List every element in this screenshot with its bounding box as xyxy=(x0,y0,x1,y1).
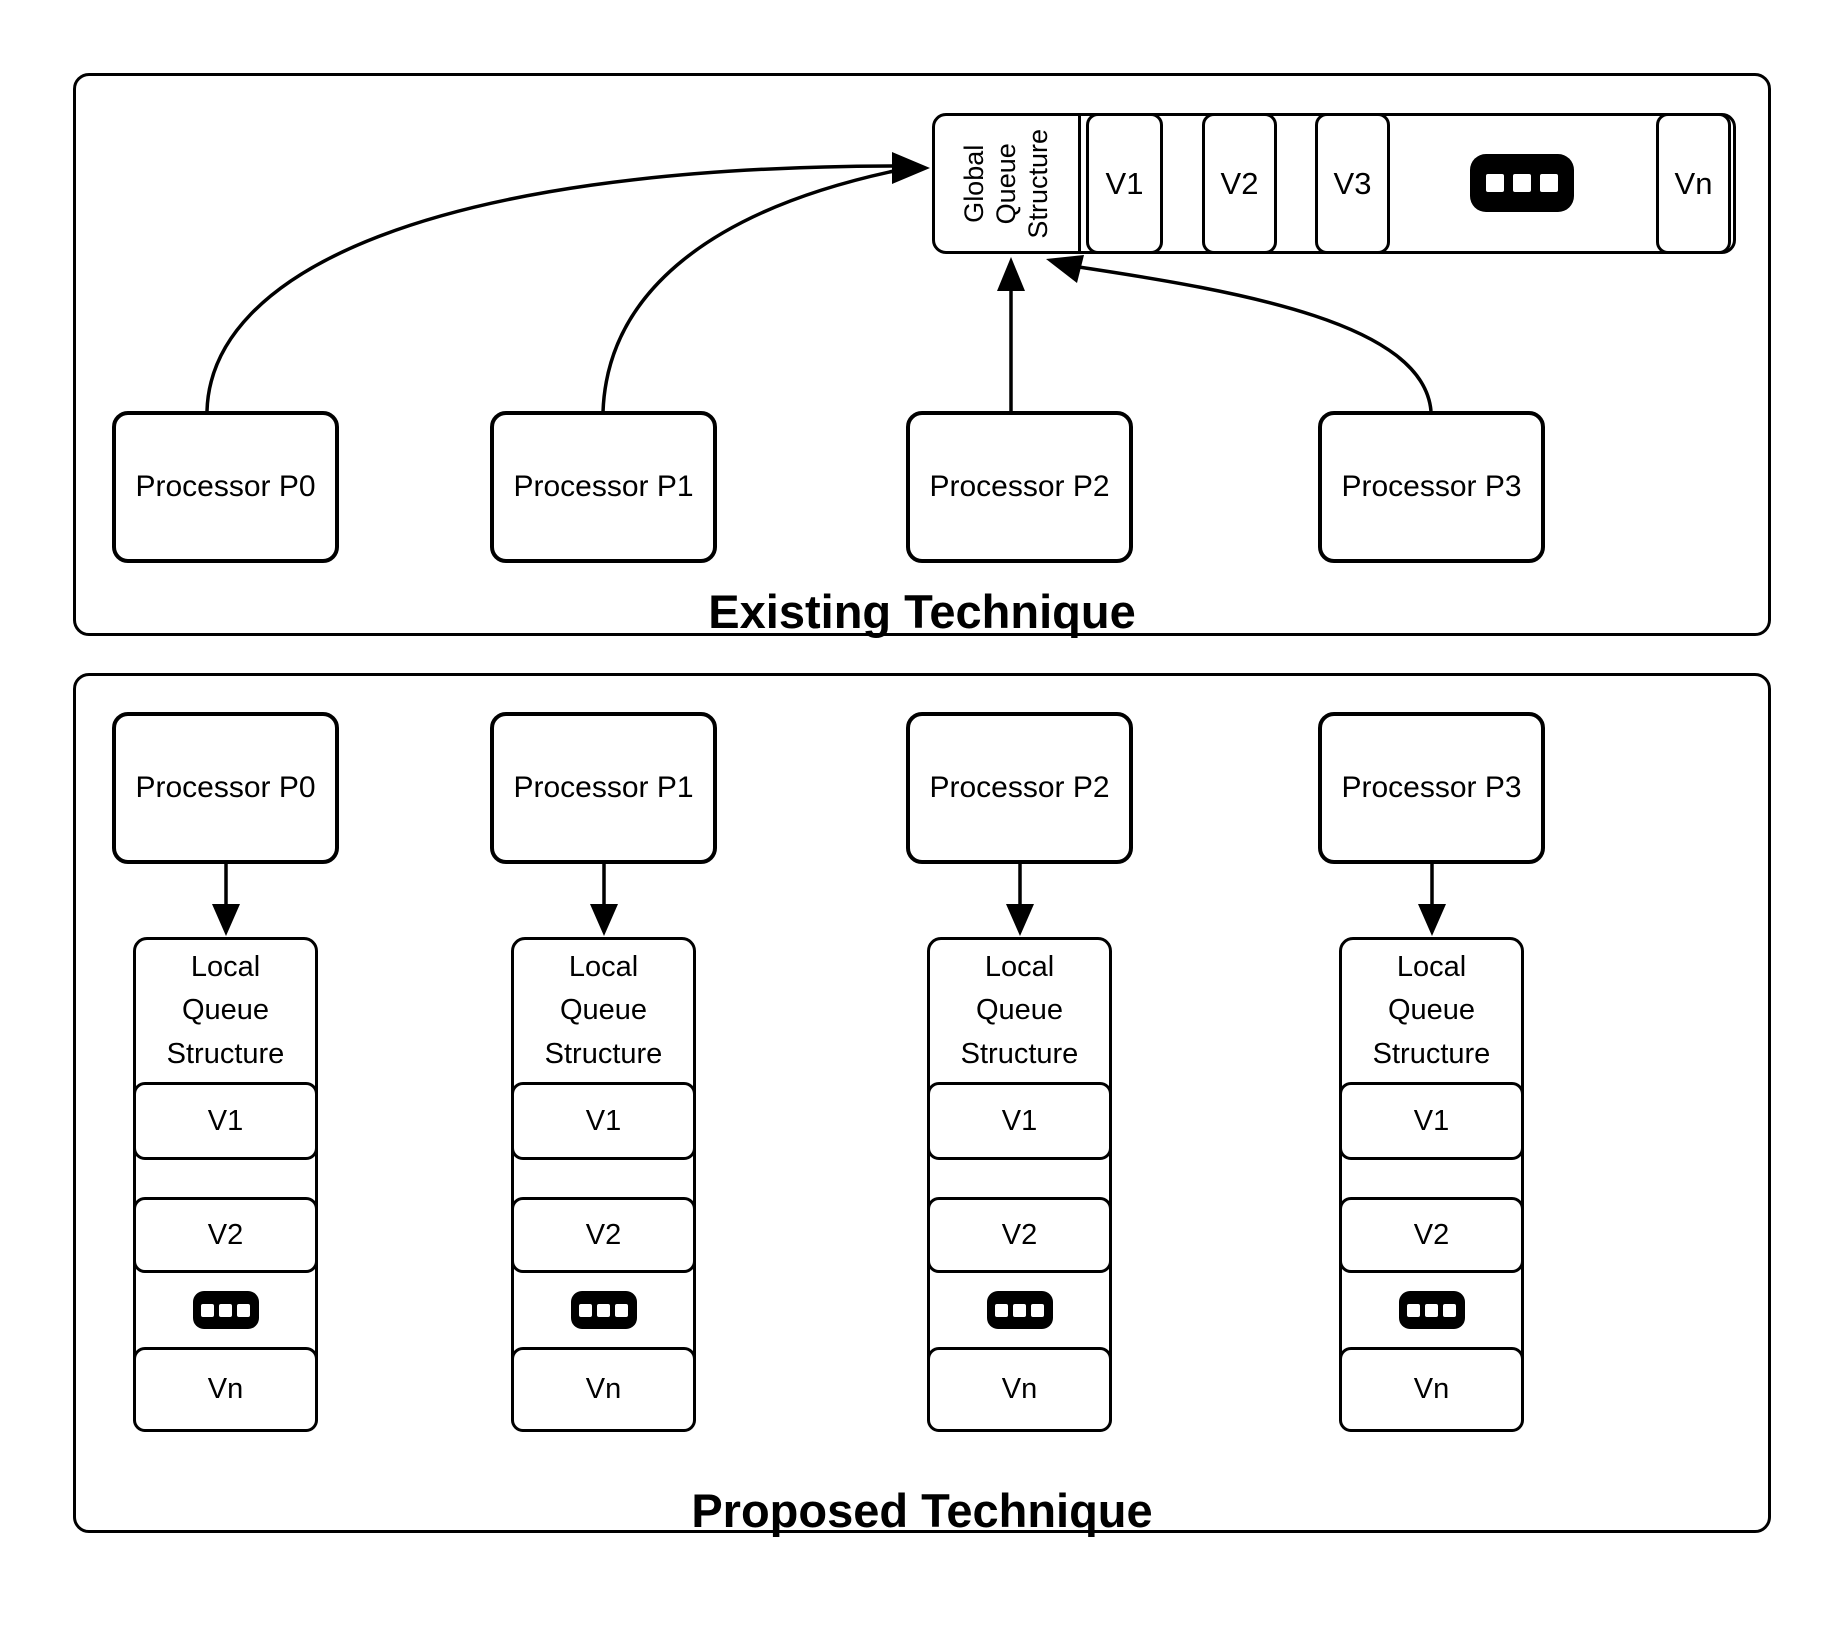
ellipsis-icon xyxy=(1470,154,1574,212)
ellipsis-dot xyxy=(1425,1303,1438,1317)
local-queue-structure-p1: Local Queue Structure V1 V2 Vn xyxy=(511,937,696,1432)
local-queue-header-line: Local xyxy=(568,950,639,983)
local-queue-header-line: Structure xyxy=(960,1037,1079,1070)
ellipsis-dot xyxy=(995,1303,1008,1317)
queue-slot-v1: V1 xyxy=(133,1082,318,1160)
queue-slot-vn: Vn xyxy=(1339,1347,1524,1432)
ellipsis-dot xyxy=(1031,1303,1044,1317)
queue-slot-v2: V2 xyxy=(133,1197,318,1273)
queue-slot-vn: Vn xyxy=(133,1347,318,1432)
local-queue-header: Local Queue Structure xyxy=(930,940,1109,1082)
local-queue-header-line: Queue xyxy=(1387,994,1476,1027)
queue-slot-vn: Vn xyxy=(927,1347,1112,1432)
queue-slot-vn: Vn xyxy=(511,1347,696,1432)
processor-p2: Processor P2 xyxy=(906,411,1133,563)
global-queue-label-text: Global Queue Structure xyxy=(959,129,1055,239)
ellipsis-dot xyxy=(1513,174,1531,192)
ellipsis-dot xyxy=(219,1303,232,1317)
local-queue-structure-p2: Local Queue Structure V1 V2 Vn xyxy=(927,937,1112,1432)
local-queue-header: Local Queue Structure xyxy=(514,940,693,1082)
local-queue-header-line: Structure xyxy=(166,1037,285,1070)
local-queue-header-line: Local xyxy=(190,950,261,983)
queue-slot-v1: V1 xyxy=(1086,113,1163,254)
queue-slot-v2: V2 xyxy=(1202,113,1277,254)
local-queue-header-line: Queue xyxy=(559,994,648,1027)
processor-p0: Processor P0 xyxy=(112,712,339,864)
global-queue-label-line: Global xyxy=(958,144,989,223)
ellipsis-icon xyxy=(986,1291,1053,1329)
existing-technique-panel: Global Queue Structure V1 V2 V3 Vn Proce… xyxy=(73,73,1771,638)
processor-p3: Processor P3 xyxy=(1318,712,1545,864)
ellipsis-dot xyxy=(237,1303,250,1317)
local-queue-header-line: Local xyxy=(1396,950,1467,983)
ellipsis-dot xyxy=(615,1303,628,1317)
ellipsis-dot xyxy=(1407,1303,1420,1317)
processor-p1: Processor P1 xyxy=(490,411,717,563)
ellipsis-dot xyxy=(1486,174,1504,192)
ellipsis-icon xyxy=(570,1291,637,1329)
local-queue-header: Local Queue Structure xyxy=(136,940,315,1082)
proposed-technique-panel: Processor P0 Processor P1 Processor P2 P… xyxy=(73,673,1771,1537)
queue-slot-vn: Vn xyxy=(1656,113,1731,254)
ellipsis-dot xyxy=(201,1303,214,1317)
queue-slot-v1: V1 xyxy=(511,1082,696,1160)
local-queue-header-line: Queue xyxy=(181,994,270,1027)
ellipsis-dot xyxy=(1540,174,1558,192)
proposed-panel-title: Proposed Technique xyxy=(691,1484,1153,1537)
local-queue-header-line: Local xyxy=(984,950,1055,983)
processor-p2: Processor P2 xyxy=(906,712,1133,864)
queue-slot-v1: V1 xyxy=(1339,1082,1524,1160)
ellipsis-dot xyxy=(597,1303,610,1317)
ellipsis-icon xyxy=(192,1291,259,1329)
existing-panel-title: Existing Technique xyxy=(708,585,1136,638)
ellipsis-icon xyxy=(1398,1291,1465,1329)
queue-slot-v2: V2 xyxy=(1339,1197,1524,1273)
global-queue-label-line: Structure xyxy=(1022,128,1053,239)
local-queue-header-line: Structure xyxy=(544,1037,663,1070)
local-queue-structure-p3: Local Queue Structure V1 V2 Vn xyxy=(1339,937,1524,1432)
global-queue-structure: Global Queue Structure V1 V2 V3 Vn xyxy=(932,113,1736,254)
global-queue-label: Global Queue Structure xyxy=(935,116,1081,251)
queue-slot-v2: V2 xyxy=(927,1197,1112,1273)
global-queue-label-line: Queue xyxy=(990,142,1021,225)
ellipsis-dot xyxy=(579,1303,592,1317)
ellipsis-dot xyxy=(1443,1303,1456,1317)
queue-slot-v1: V1 xyxy=(927,1082,1112,1160)
processor-p3: Processor P3 xyxy=(1318,411,1545,563)
local-queue-header-line: Queue xyxy=(975,994,1064,1027)
local-queue-header: Local Queue Structure xyxy=(1342,940,1521,1082)
processor-p0: Processor P0 xyxy=(112,411,339,563)
queue-slot-v3: V3 xyxy=(1315,113,1390,254)
local-queue-structure-p0: Local Queue Structure V1 V2 Vn xyxy=(133,937,318,1432)
local-queue-header-line: Structure xyxy=(1372,1037,1491,1070)
processor-p1: Processor P1 xyxy=(490,712,717,864)
ellipsis-dot xyxy=(1013,1303,1026,1317)
queue-slot-v2: V2 xyxy=(511,1197,696,1273)
